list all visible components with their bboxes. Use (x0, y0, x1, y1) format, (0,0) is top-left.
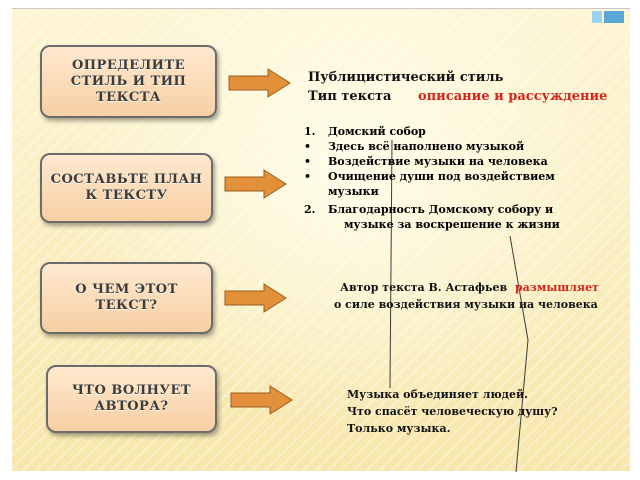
list-item: 1.Домский собор (304, 125, 426, 138)
question-box-plan: СОСТАВЬТЕ ПЛАН К ТЕКСТУ (40, 153, 213, 223)
list-item: музыке за воскрешение к жизни (344, 218, 560, 231)
plan-list: 1.Домский собор •Здесь всё наполнено муз… (304, 124, 614, 232)
list-item: музыки (328, 185, 379, 198)
question-box-concern: ЧТО ВОЛНУЕТ АВТОРА? (46, 365, 217, 433)
type-line: Тип текста описание и рассуждение (308, 89, 607, 104)
question-box-label: О ЧЕМ ЭТОТ ТЕКСТ? (75, 282, 178, 313)
about-verb: размышляет (514, 281, 599, 294)
about-text: о силе воздействия музыки на человека (334, 298, 598, 311)
question-box-label: ОПРЕДЕЛИТЕ СТИЛЬ И ТИП ТЕКСТА (70, 57, 187, 105)
list-item: 2.Благодарность Домскому собору и (304, 203, 554, 216)
concern-line: Что спасёт человеческую душу? (347, 405, 558, 418)
right-arrow-icon (224, 169, 287, 199)
concern-line: Только музыка. (347, 422, 451, 435)
right-arrow-icon (230, 385, 293, 415)
about-text: Автор текста В. Астафьев (340, 281, 508, 294)
about-line-1: Автор текста В. Астафьев размышляет (340, 281, 599, 294)
right-arrow-icon (228, 68, 291, 98)
about-line-2: о силе воздействия музыки на человека (334, 298, 598, 311)
type-label: Тип текста (308, 89, 392, 104)
question-box-topic: О ЧЕМ ЭТОТ ТЕКСТ? (40, 262, 213, 334)
concern-line: Музыка объединяет людей. (347, 388, 528, 401)
right-arrow-icon (224, 283, 287, 313)
question-box-label: ЧТО ВОЛНУЕТ АВТОРА? (71, 383, 192, 414)
style-text: Публицистический стиль (308, 70, 504, 85)
concern-block: Музыка объединяет людей. Что спасёт чело… (347, 386, 558, 437)
list-item: •Воздействие музыки на человека (304, 155, 548, 168)
question-box-style: ОПРЕДЕЛИТЕ СТИЛЬ И ТИП ТЕКСТА (40, 45, 217, 118)
list-item: •Здесь всё наполнено музыкой (304, 140, 525, 153)
question-box-label: СОСТАВЬТЕ ПЛАН К ТЕКСТУ (50, 172, 203, 203)
style-line: Публицистический стиль (308, 70, 503, 85)
corner-decoration (604, 11, 624, 23)
type-value: описание и рассуждение (418, 89, 608, 104)
corner-decoration (592, 11, 602, 23)
list-item: •Очищение души под воздействием (304, 170, 555, 183)
